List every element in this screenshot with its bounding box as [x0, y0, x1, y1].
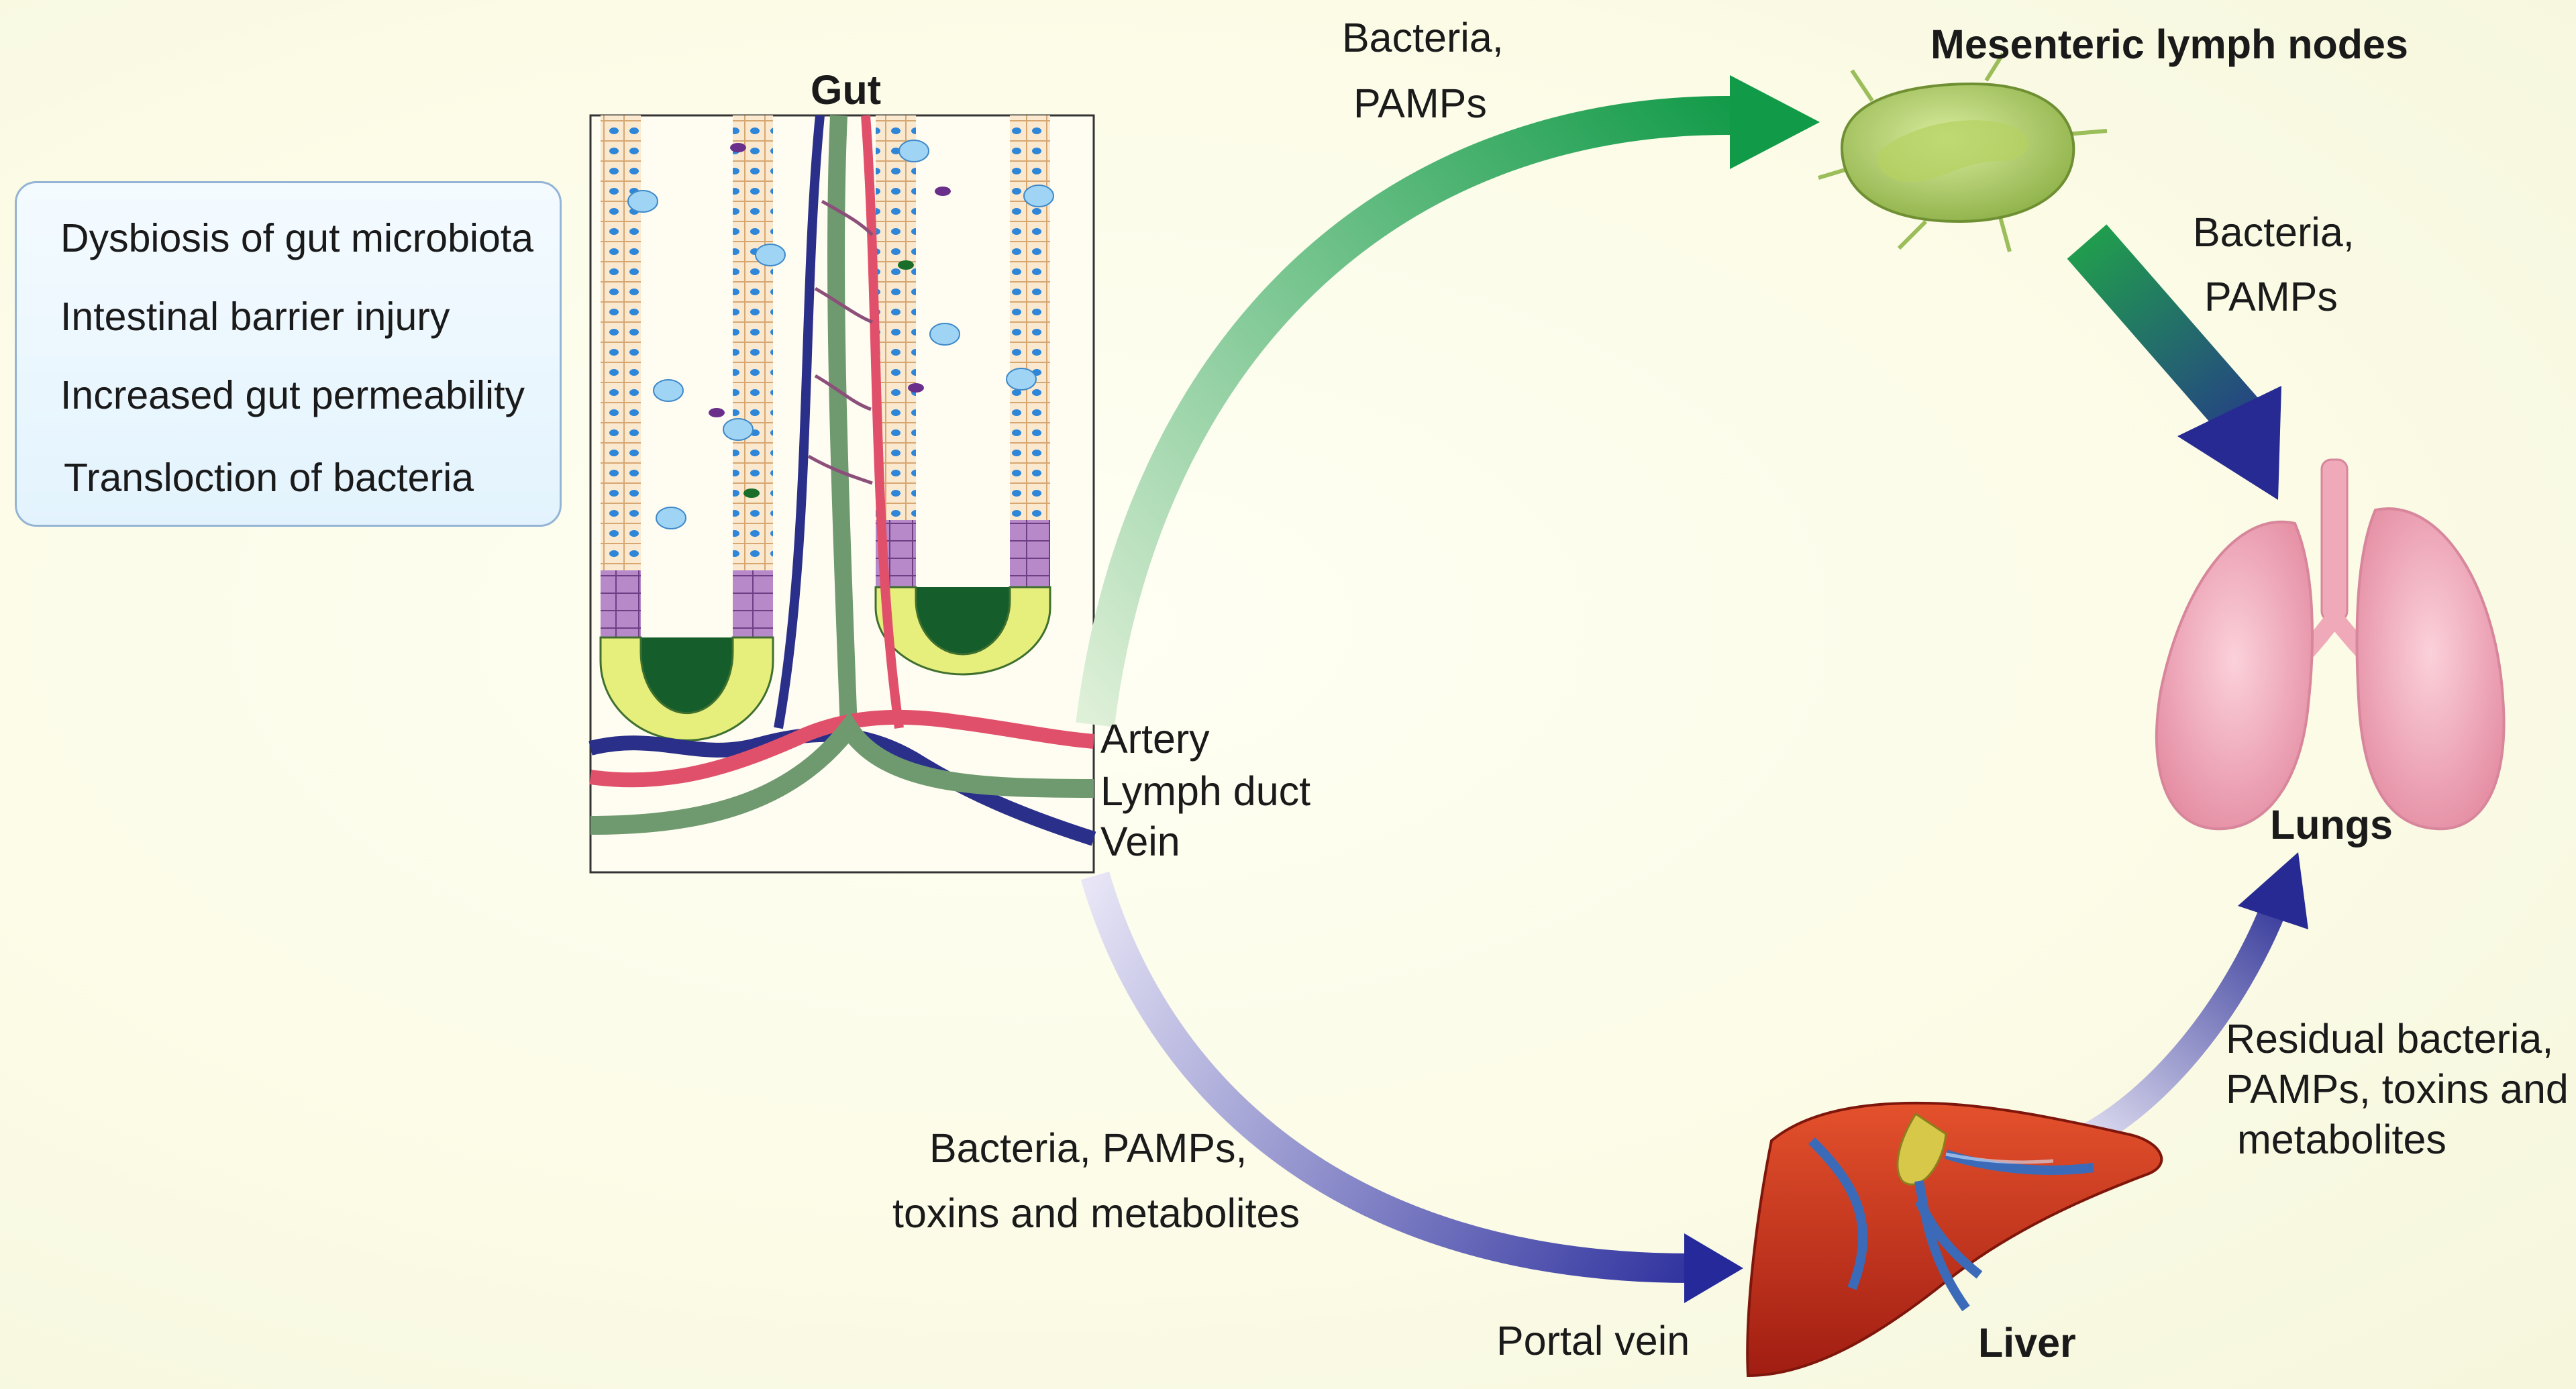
arrow-gut-to-liver: [1080, 871, 1743, 1303]
nodes-to-lungs-label-1: Bacteria,: [2193, 209, 2355, 255]
arrow-liver-to-lungs: [2073, 852, 2308, 1153]
arrow-lymph-nodes-to-lungs: [2067, 224, 2281, 500]
liver-to-lungs-label-1: Residual bacteria,: [2226, 1016, 2554, 1062]
gut-title: Gut: [811, 67, 882, 113]
intestinal-crypt-left: [599, 115, 774, 741]
item-dysbiosis: Dysbiosis of gut microbiota: [60, 216, 534, 260]
portal-vein-label: Portal vein: [1496, 1318, 1690, 1364]
gut-to-liver-label-1: Bacteria, PAMPs,: [929, 1125, 1247, 1171]
lymph-duct-label: Lymph duct: [1100, 768, 1311, 814]
gut-to-liver-label-2: toxins and metabolites: [892, 1190, 1300, 1236]
gut-illustration: [588, 114, 1096, 874]
liver-to-lungs-label-3: metabolites: [2226, 1117, 2446, 1162]
lymph-nodes-title: Mesenteric lymph nodes: [1930, 21, 2408, 67]
arrow-gut-to-lymph-nodes: [1076, 75, 1820, 727]
pathology-summary-box: Dysbiosis of gut microbiota Intestinal b…: [15, 181, 562, 527]
item-permeability: Increased gut permeability: [60, 373, 525, 417]
villus-vessels: [774, 115, 904, 729]
lungs-illustration: [2155, 458, 2506, 831]
liver-to-lungs-label-2: PAMPs, toxins and: [2226, 1066, 2569, 1112]
lungs-title: Lungs: [2270, 802, 2393, 847]
nodes-to-lungs-label-2: PAMPs: [2204, 274, 2338, 319]
submucosal-vessels: [588, 709, 1096, 846]
immune-cells: [627, 140, 1054, 529]
item-barrier-injury: Intestinal barrier injury: [60, 295, 450, 339]
liver-illustration: [1746, 1101, 2163, 1378]
artery-label: Artery: [1100, 716, 1210, 762]
vein-label: Vein: [1100, 819, 1180, 864]
mesenteric-lymph-nodes-illustration: [1818, 52, 2108, 252]
item-translocation: Transloction of bacteria: [64, 456, 474, 500]
translocating-bacteria: [709, 143, 951, 498]
gut-to-nodes-label-1: Bacteria,: [1342, 15, 1504, 60]
gut-to-nodes-label-2: PAMPs: [1353, 81, 1487, 126]
intestinal-crypt-right: [874, 115, 1051, 676]
liver-title: Liver: [1978, 1320, 2076, 1366]
